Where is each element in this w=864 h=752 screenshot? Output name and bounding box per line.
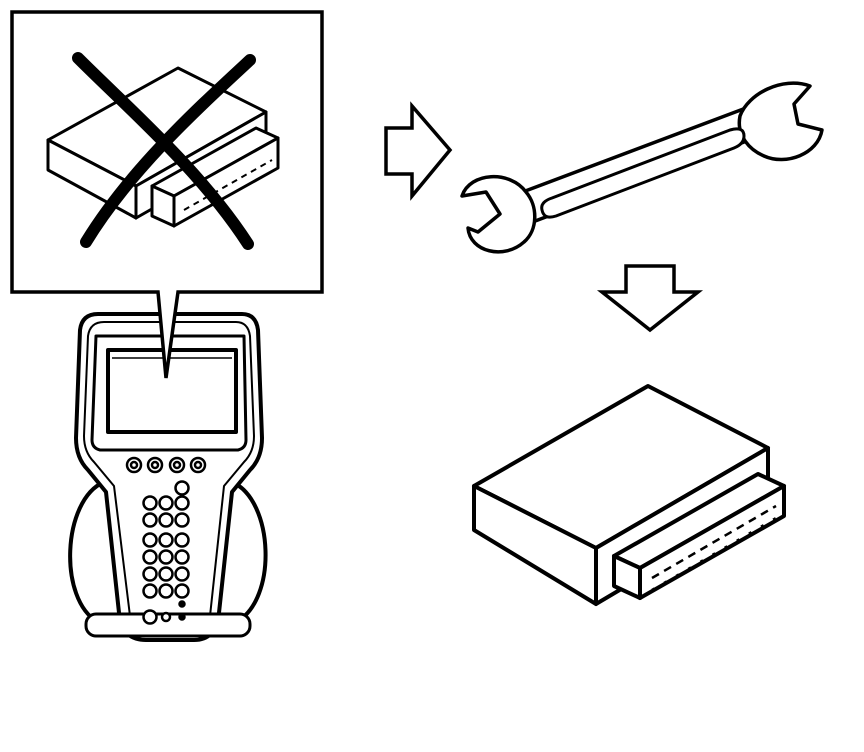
callout-box: [10, 10, 324, 379]
control-module-icon: [472, 384, 786, 606]
scan-tool-icon: [68, 312, 268, 642]
old-connector-pins: [183, 159, 273, 211]
cable-loop-left: [68, 480, 105, 624]
old-connector-side: [172, 136, 280, 228]
crossed-out-module-icon: [46, 52, 280, 250]
wrench-head-left: [460, 175, 537, 254]
wrench-head-right: [737, 81, 824, 162]
cable-loop-right: [231, 480, 268, 624]
keypad: [142, 480, 190, 625]
connector-pins: [651, 504, 777, 592]
wrench-groove: [540, 127, 746, 219]
connector-side: [638, 484, 786, 600]
function-keys: [125, 456, 207, 474]
arrow-down-icon: [596, 264, 704, 333]
wrench-icon: [460, 81, 824, 254]
cross-stroke-2: [80, 54, 256, 248]
scan-tool-screen: [106, 348, 238, 434]
arrow-right-icon: [384, 101, 453, 201]
